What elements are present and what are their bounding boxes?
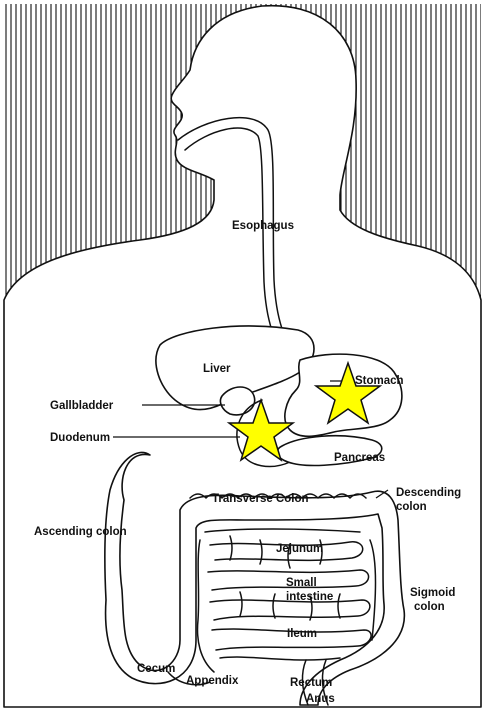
label-stomach: Stomach <box>355 375 404 387</box>
label-ileum: Ileum <box>287 628 317 640</box>
label-liver: Liver <box>203 363 231 375</box>
label-cecum: Cecum <box>137 663 175 675</box>
label-duodenum: Duodenum <box>50 432 110 444</box>
label-jejunum: Jejunum <box>276 543 323 555</box>
label-ascending-colon: Ascending colon <box>34 526 127 538</box>
label-small-intestine-line2: intestine <box>286 591 333 603</box>
label-pancreas: Pancreas <box>334 452 385 464</box>
label-small-intestine-line1: Small <box>286 577 317 589</box>
label-rectum: Rectum <box>290 677 332 689</box>
label-descending-colon-line1: Descending <box>396 487 461 499</box>
label-anus: Anus <box>306 693 335 705</box>
label-sigmoid-colon-line2: colon <box>414 601 445 613</box>
label-transverse-colon: Transverse Colon <box>212 493 309 505</box>
label-appendix: Appendix <box>186 675 239 687</box>
label-descending-colon-line2: colon <box>396 501 427 513</box>
label-sigmoid-colon-line1: Sigmoid <box>410 587 455 599</box>
label-gallbladder: Gallbladder <box>50 400 114 412</box>
label-esophagus: Esophagus <box>232 220 294 232</box>
